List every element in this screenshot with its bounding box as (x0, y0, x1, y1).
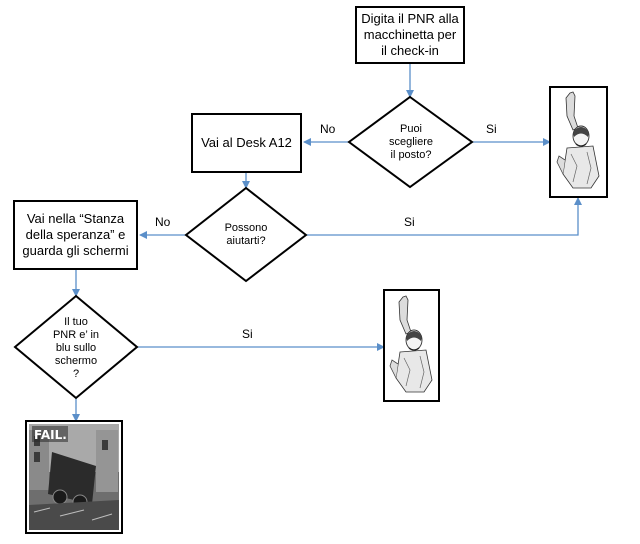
edge-label-posto-si: Si (486, 122, 497, 136)
desk-a12-node: Vai al Desk A12 (191, 113, 302, 173)
edge-label-posto-no: No (320, 122, 336, 136)
decision-pnr-text: Il tuo PNR e’ in blu sullo schermo ? (52, 315, 100, 380)
meme-image-victory-top (549, 86, 608, 198)
edge-label-aiutarti-no: No (155, 215, 171, 229)
fail-caption: FAIL. (34, 428, 67, 442)
decision-aiutarti-text: Possono aiutarti? (224, 222, 268, 247)
meme-image-victory-bottom (383, 289, 440, 402)
decision-diamond-pnr (13, 294, 139, 400)
decision-posto-text: Puoi scegliere il posto? (388, 122, 434, 161)
edge-label-pnr-si: Si (242, 327, 253, 341)
fail-image-train-wreck: FAIL. (25, 420, 123, 534)
stanza-speranza-node: Vai nella “Stanza della speranza” e guar… (13, 200, 138, 270)
arrow-aiutarti-si (306, 197, 582, 236)
edge-label-aiutarti-si: Si (404, 215, 415, 229)
decision-diamond-aiutarti (184, 186, 308, 283)
start-node-pnr: Digita il PNR alla macchinetta per il ch… (355, 6, 465, 64)
decision-diamond-posto (347, 95, 474, 189)
